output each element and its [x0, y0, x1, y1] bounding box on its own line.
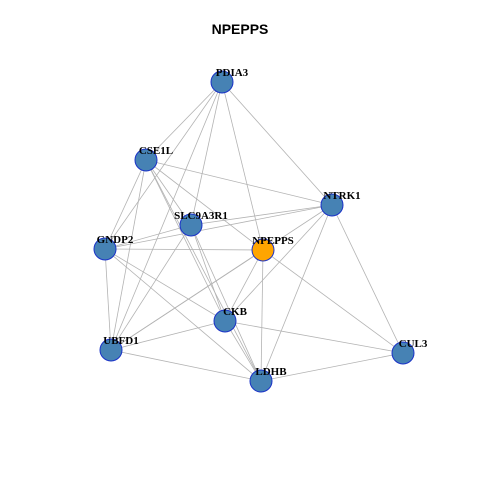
graph-title: NPEPPS [211, 21, 269, 37]
node-label-gndp2: GNDP2 [97, 234, 134, 246]
edge-npepps-cul3 [262, 249, 404, 354]
node-label-slc9a3r1: SLC9A3R1 [174, 210, 228, 222]
edge-cse1l-gndp2 [104, 159, 147, 250]
edge-ntrk1-cul3 [331, 204, 404, 354]
edge-slc9a3r1-ldhb [190, 224, 262, 382]
edge-ntrk1-gndp2 [104, 204, 333, 250]
edge-pdia3-ubfd1 [110, 81, 223, 351]
edge-gndp2-ckb [104, 248, 226, 322]
edge-pdia3-ntrk1 [221, 81, 333, 206]
edge-npepps-ubfd1 [110, 249, 264, 351]
edge-ckb-ldhb [224, 320, 262, 382]
edge-cse1l-ckb [145, 159, 226, 322]
edge-npepps-ckb [224, 249, 264, 322]
node-label-ldhb: LDHB [255, 366, 287, 378]
edge-cse1l-slc9a3r1 [145, 159, 192, 226]
edge-ntrk1-slc9a3r1 [190, 204, 333, 226]
edge-cse1l-ntrk1 [145, 159, 333, 206]
node-label-ntrk1: NTRK1 [323, 190, 360, 202]
edge-slc9a3r1-ckb [190, 224, 226, 322]
edge-pdia3-slc9a3r1 [190, 81, 223, 226]
edge-pdia3-gndp2 [104, 81, 223, 250]
edge-pdia3-npepps [221, 81, 264, 251]
node-label-npepps: NPEPPS [252, 235, 294, 247]
edge-gndp2-ubfd1 [104, 248, 112, 351]
edge-gndp2-ldhb [104, 248, 262, 382]
edge-ntrk1-ckb [224, 204, 333, 322]
edges-layer [104, 81, 404, 382]
node-ubfd1[interactable] [99, 338, 123, 362]
node-label-cse1l: CSE1L [139, 145, 173, 157]
node-label-ubfd1: UBFD1 [103, 335, 138, 347]
edge-ckb-ubfd1 [110, 320, 226, 351]
node-label-cul3: CUL3 [399, 338, 428, 350]
node-label-pdia3: PDIA3 [216, 67, 249, 79]
edge-npepps-ldhb [260, 249, 264, 382]
node-cul3[interactable] [391, 341, 415, 365]
node-ckb[interactable] [213, 309, 237, 333]
node-slc9a3r1[interactable] [179, 213, 203, 237]
node-pdia3[interactable] [210, 70, 234, 94]
nodes-layer [93, 70, 415, 393]
edge-cse1l-npepps [145, 159, 264, 251]
node-cse1l[interactable] [134, 148, 158, 172]
edge-pdia3-cse1l [145, 81, 223, 161]
node-label-ckb: CKB [223, 306, 248, 318]
node-gndp2[interactable] [93, 237, 117, 261]
edge-cse1l-ldhb [145, 159, 262, 382]
edge-ckb-cul3 [224, 320, 404, 354]
edge-ldhb-cul3 [260, 352, 404, 382]
edge-ntrk1-ldhb [260, 204, 333, 382]
node-ldhb[interactable] [249, 369, 273, 393]
node-ntrk1[interactable] [320, 193, 344, 217]
node-npepps[interactable] [251, 238, 275, 262]
edge-cse1l-ubfd1 [110, 159, 147, 351]
edge-ubfd1-ldhb [110, 349, 262, 382]
edge-slc9a3r1-gndp2 [104, 224, 192, 250]
edge-gndp2-npepps [104, 248, 264, 251]
